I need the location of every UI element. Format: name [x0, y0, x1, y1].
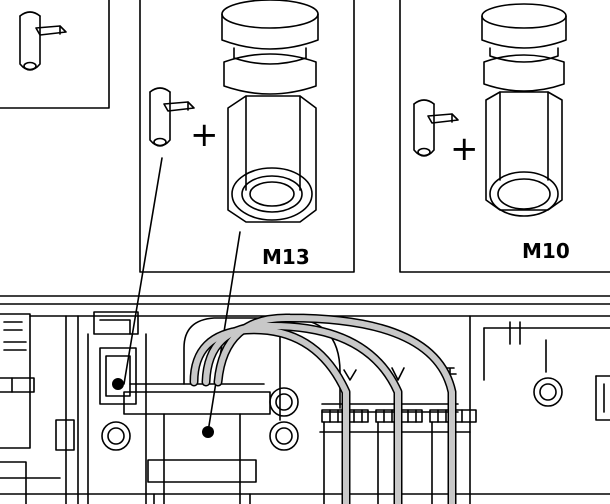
pin-box-left: [0, 0, 110, 109]
leader-line-pin: [123, 157, 163, 385]
m13-socket-icon: [221, 0, 319, 223]
m10-box: [399, 0, 610, 273]
cable-bundle: [189, 313, 457, 504]
m10-label: M10: [522, 239, 570, 263]
screw-icon-right: [533, 377, 563, 407]
plus-sign-m10: +: [450, 129, 479, 169]
pin-target-dot: [112, 378, 124, 390]
screw-icon-left-top: [101, 421, 131, 451]
m13-box: [139, 0, 355, 273]
pin-icon-m13: [149, 87, 195, 147]
m13-label: M13: [262, 245, 310, 269]
pin-icon-left: [19, 11, 67, 71]
screw-icon-mid-bottom: [269, 421, 299, 451]
plus-sign-m13: +: [190, 115, 219, 155]
socket-target-dot: [202, 426, 214, 438]
pin-icon-m10: [413, 99, 459, 157]
screw-icon-mid-top: [269, 387, 299, 417]
m10-socket-icon: [481, 3, 567, 217]
